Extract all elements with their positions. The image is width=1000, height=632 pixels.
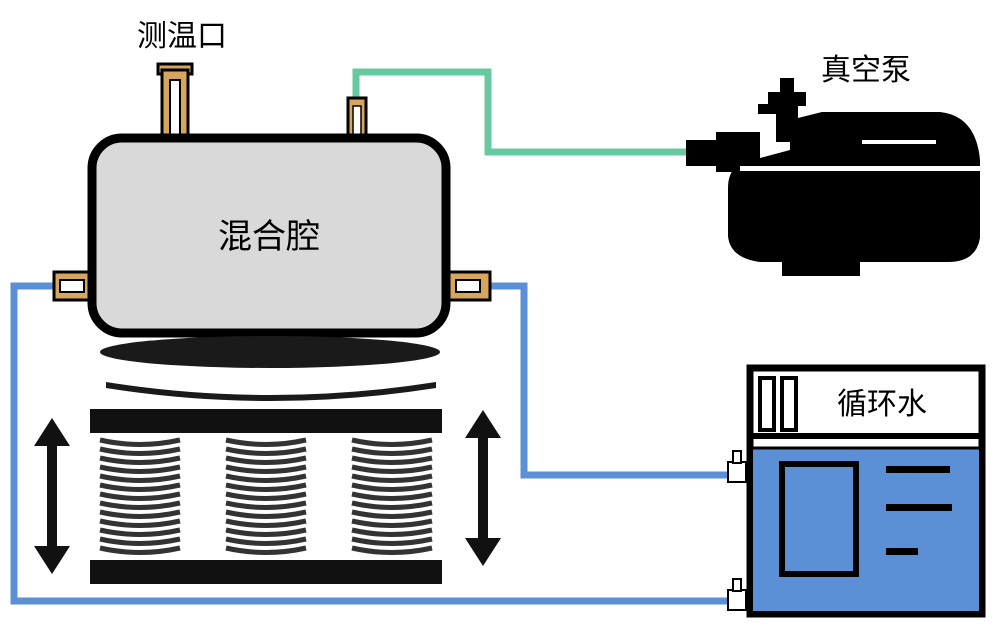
vacuum-line — [352, 68, 700, 156]
mixing-chamber-body — [87, 133, 451, 338]
shaker-disc-bottom — [106, 382, 436, 401]
circulating-water-unit — [746, 364, 986, 618]
vacuum-pump-label: 真空泵 — [821, 53, 911, 88]
water-inlet-line — [490, 282, 740, 479]
temp-port-label: 测温口 — [137, 19, 227, 54]
spring-1 — [99, 437, 181, 555]
upper-valve — [727, 450, 747, 483]
spring-top-plate — [90, 409, 442, 433]
left-water-fitting — [52, 270, 96, 302]
water-return-line — [10, 282, 740, 605]
lower-valve — [727, 578, 747, 611]
mixing-chamber-label: 混合腔 — [218, 217, 320, 257]
circulating-water-label: 循环水 — [837, 387, 927, 422]
vacuum-pump — [686, 78, 980, 276]
spring-bottom-plate — [90, 560, 442, 584]
spring-3 — [351, 437, 433, 555]
right-motion-arrow — [465, 410, 501, 566]
spring-2 — [225, 437, 307, 555]
shaker-disc-top — [100, 336, 440, 368]
left-motion-arrow — [34, 418, 70, 574]
vacuum-port-fitting — [346, 96, 368, 140]
temp-port-fitting — [156, 62, 194, 142]
right-water-fitting — [442, 270, 492, 302]
springs — [99, 437, 433, 555]
